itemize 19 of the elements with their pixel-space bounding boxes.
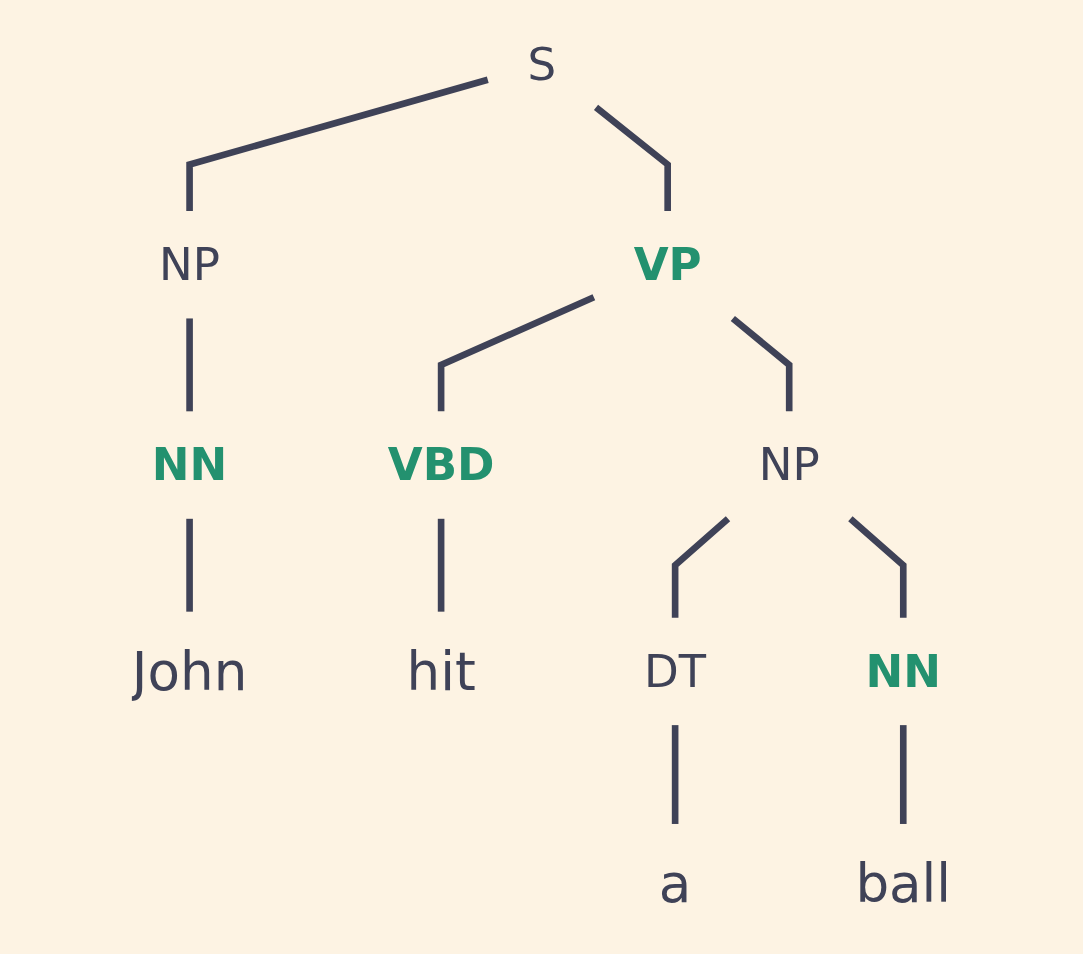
node-text: NP: [159, 237, 221, 291]
node-text: NN: [151, 437, 228, 491]
connector: [730, 315, 793, 412]
node-text: John: [131, 640, 248, 702]
connector: [186, 518, 193, 612]
connector: [848, 516, 907, 618]
node-text: NP: [758, 437, 820, 491]
node-text: VBD: [387, 437, 495, 491]
connector: [671, 516, 731, 618]
node-text: S: [527, 37, 557, 91]
node-text: hit: [406, 640, 476, 702]
node-text: VP: [633, 237, 702, 291]
node-text: a: [658, 853, 692, 915]
connector: [186, 318, 193, 412]
node-text: NN: [865, 644, 942, 698]
connector: [437, 518, 445, 612]
connector: [437, 294, 596, 412]
node-text: ball: [855, 853, 952, 915]
node-text: DT: [643, 644, 707, 698]
